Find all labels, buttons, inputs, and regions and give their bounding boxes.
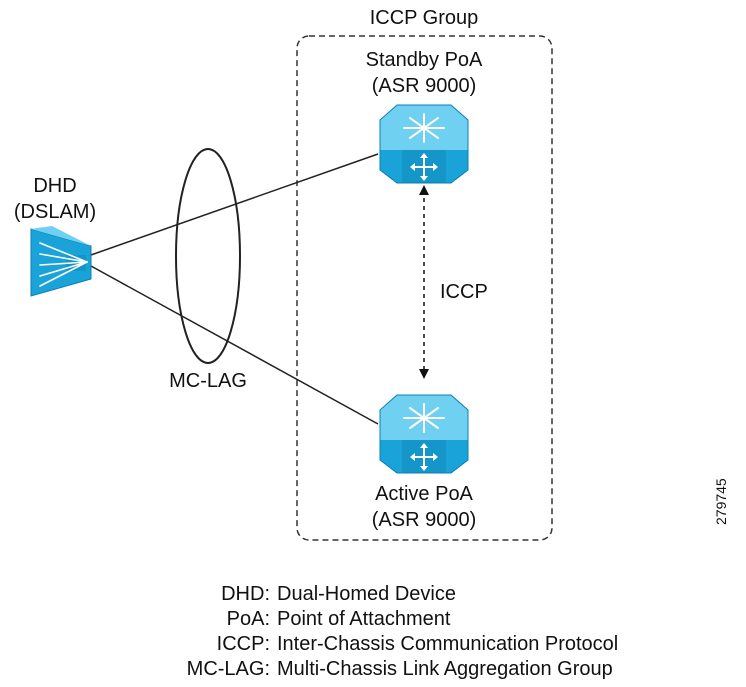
iccp-group-label: ICCP Group [370, 7, 479, 29]
legend-definition: Multi-Chassis Link Aggregation Group [277, 658, 613, 680]
standby-poa-model: (ASR 9000) [372, 75, 477, 97]
legend-term: DHD: [221, 583, 270, 605]
standby-poa-name: Standby PoA [366, 49, 483, 71]
legend-definition: Dual-Homed Device [277, 583, 456, 605]
standby-router-icon [379, 104, 469, 184]
legend-row-poa: PoA: Point of Attachment [160, 607, 618, 632]
active-poa-name: Active PoA [375, 483, 473, 505]
dhd-name: DHD [33, 175, 76, 197]
iccp-link-label: ICCP [440, 281, 488, 303]
legend-definition: Inter-Chassis Communication Protocol [277, 633, 619, 655]
legend-term: MC-LAG: [186, 658, 270, 680]
active-poa-model: (ASR 9000) [372, 509, 477, 531]
legend-row-iccp: ICCP: Inter-Chassis Communication Protoc… [160, 632, 619, 657]
iccp-group-boundary [296, 35, 553, 541]
dhd-model: (DSLAM) [14, 201, 96, 223]
link-dhd-to-standby [90, 153, 379, 256]
dslam-icon [30, 226, 92, 297]
legend-row-mc-lag: MC-LAG: Multi-Chassis Link Aggregation G… [160, 657, 618, 682]
mc-lag-ellipse [175, 148, 241, 364]
link-dhd-to-active [90, 265, 379, 425]
legend-row-dhd: DHD: Dual-Homed Device [160, 582, 618, 607]
legend-term: PoA: [226, 608, 270, 630]
legend: DHD: Dual-Homed Device PoA: Point of Att… [160, 582, 619, 682]
legend-definition: Point of Attachment [277, 608, 451, 630]
mc-lag-label: MC-LAG [169, 370, 247, 392]
active-router-icon [379, 394, 469, 474]
figure-id: 279745 [713, 478, 729, 525]
legend-term: ICCP: [216, 633, 270, 655]
